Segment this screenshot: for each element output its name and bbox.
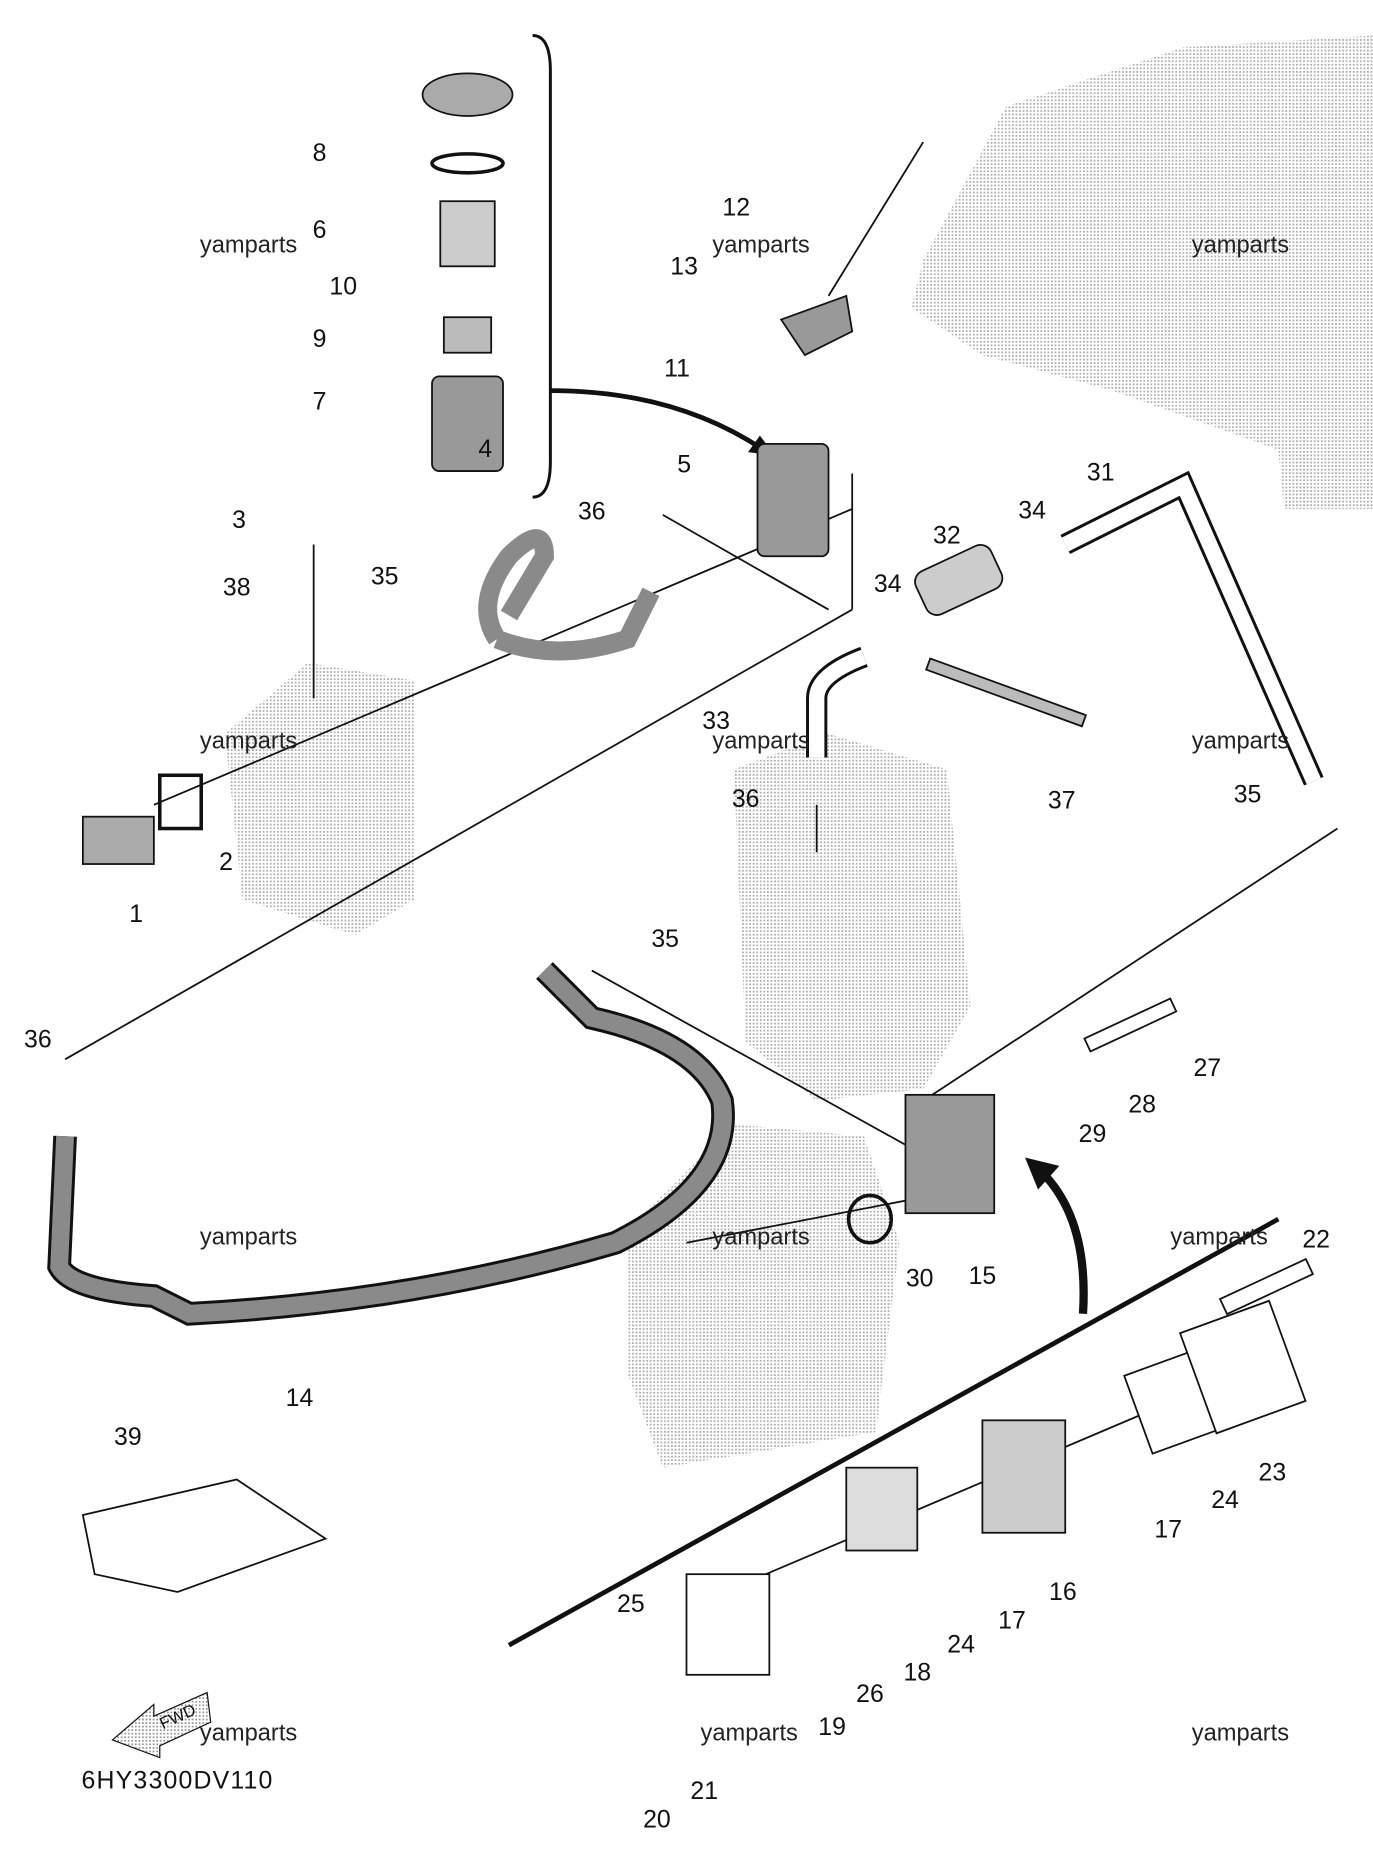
callout-4[interactable]: 4: [478, 435, 493, 463]
watermark: yamparts: [199, 1224, 298, 1251]
diaphragm-18: [845, 1466, 919, 1552]
callout-32[interactable]: 32: [933, 521, 961, 550]
watermark: yamparts: [199, 1720, 298, 1747]
callout-16[interactable]: 16: [1049, 1578, 1077, 1607]
callout-22[interactable]: 22: [1302, 1226, 1330, 1254]
engine-cowling-shade: [911, 35, 1373, 509]
callout-25[interactable]: 25: [617, 1590, 645, 1618]
callout-34[interactable]: 34: [873, 570, 902, 598]
callout-36[interactable]: 36: [731, 785, 760, 814]
callout-2[interactable]: 2: [219, 848, 233, 876]
hose-31-fill: [1061, 474, 1321, 785]
callout-17[interactable]: 17: [998, 1607, 1026, 1635]
callout-34[interactable]: 34: [1018, 497, 1046, 525]
callout-33[interactable]: 33: [702, 707, 730, 736]
callout-10[interactable]: 10: [329, 273, 358, 301]
bracket-11: [779, 294, 854, 357]
element-6: [439, 200, 496, 268]
plate: [1178, 1299, 1307, 1435]
hose-14-fill: [50, 964, 732, 1323]
callout-11[interactable]: 11: [664, 355, 690, 383]
callout-30[interactable]: 30: [905, 1265, 934, 1293]
engine-block-shade-lower: [627, 1124, 900, 1468]
callout-12[interactable]: 12: [722, 194, 751, 222]
callout-5[interactable]: 5: [677, 450, 692, 479]
watermark: yamparts: [1191, 1720, 1290, 1747]
o-ring-30: [846, 1193, 894, 1245]
nut-9: [442, 316, 493, 354]
callout-28[interactable]: 28: [1128, 1091, 1156, 1119]
callout-14[interactable]: 14: [285, 1384, 314, 1413]
callout-29[interactable]: 29: [1078, 1120, 1107, 1149]
filter-32: [914, 544, 1004, 616]
callout-36[interactable]: 36: [577, 498, 606, 526]
callout-13[interactable]: 13: [670, 253, 698, 281]
callout-8[interactable]: 8: [312, 139, 327, 167]
callout-27[interactable]: 27: [1193, 1054, 1222, 1082]
callout-6[interactable]: 6: [312, 216, 327, 244]
pump-body-16: [981, 1419, 1067, 1534]
callout-1[interactable]: 1: [129, 900, 144, 928]
joint-1: [81, 815, 155, 865]
diagram-code: 6HY3300DV110: [81, 1767, 274, 1795]
sub-assembly-bracket: [507, 1217, 1280, 1648]
watermark: yamparts: [712, 232, 810, 259]
callout-17[interactable]: 17: [1154, 1516, 1183, 1544]
callout-24[interactable]: 24: [947, 1631, 975, 1659]
callout-15[interactable]: 15: [968, 1262, 997, 1291]
hose-4: [478, 529, 660, 661]
watermark: yamparts: [199, 232, 298, 259]
envelope-39: [81, 1478, 328, 1593]
callout-18[interactable]: 18: [903, 1659, 932, 1687]
callout-21[interactable]: 21: [690, 1777, 719, 1805]
watermark: yamparts: [712, 1224, 810, 1251]
o-ring-8: [430, 152, 505, 175]
engine-block-shade-center: [733, 733, 971, 1101]
gasket-2: [158, 773, 203, 831]
callout-20[interactable]: 20: [643, 1806, 671, 1834]
callout-35[interactable]: 35: [1233, 781, 1262, 809]
callout-37[interactable]: 37: [1047, 787, 1076, 815]
callout-35[interactable]: 35: [370, 563, 399, 591]
callout-23[interactable]: 23: [1258, 1459, 1287, 1487]
watermark: yamparts: [1191, 232, 1290, 259]
tie-37: [925, 657, 1088, 728]
engine-block-shade-left: [224, 662, 415, 936]
callout-36[interactable]: 36: [24, 1026, 52, 1054]
filter-5: [756, 442, 830, 558]
callout-9[interactable]: 9: [312, 325, 327, 353]
callout-19[interactable]: 19: [818, 1713, 846, 1742]
watermark: yamparts: [199, 728, 298, 755]
hose-33-fill: [808, 649, 867, 758]
arrow-to-filter: [550, 388, 765, 452]
callout-3[interactable]: 3: [232, 506, 247, 534]
filter-head: [421, 72, 514, 117]
cup-7: [431, 375, 504, 472]
pump-15: [904, 1093, 996, 1215]
fwd-arrow: [111, 1691, 212, 1759]
callout-39[interactable]: 39: [114, 1423, 142, 1452]
callout-7[interactable]: 7: [312, 388, 327, 416]
bolt-22: [1218, 1257, 1315, 1316]
bolt-27: [1083, 997, 1178, 1053]
watermark: yamparts: [712, 728, 810, 755]
callout-24[interactable]: 24: [1211, 1486, 1239, 1514]
exploded-bracket: [532, 34, 552, 499]
callout-26[interactable]: 26: [856, 1680, 884, 1708]
watermark: yamparts: [700, 1720, 798, 1747]
watermark: yamparts: [1191, 728, 1290, 755]
callout-38[interactable]: 38: [222, 574, 251, 602]
cap-15-lower: [685, 1573, 771, 1676]
arrow-to-pump: [1038, 1168, 1088, 1315]
watermark: yamparts: [1170, 1224, 1268, 1251]
callout-31[interactable]: 31: [1086, 459, 1115, 487]
callout-35[interactable]: 35: [651, 925, 680, 953]
